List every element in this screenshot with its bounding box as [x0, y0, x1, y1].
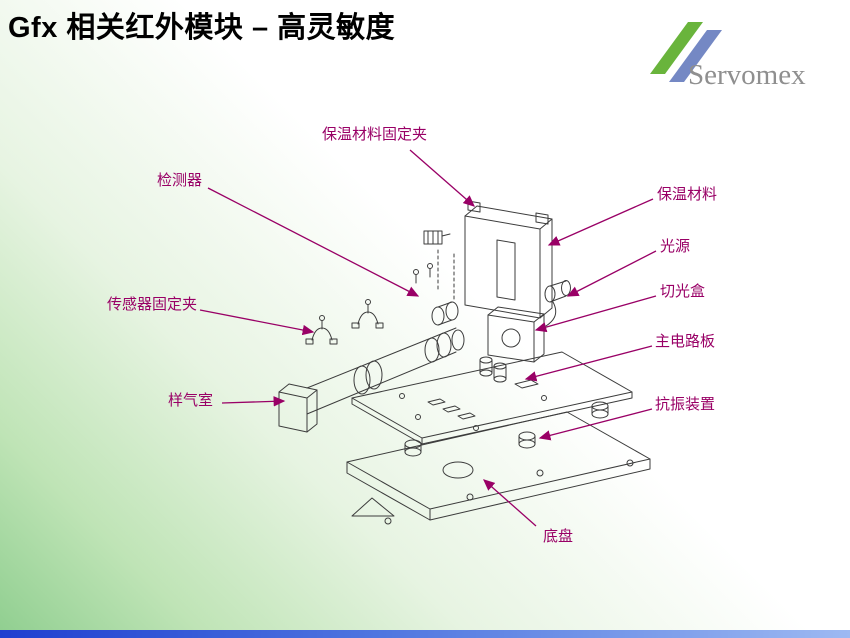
logo-stripes-icon [650, 22, 722, 82]
detector-assembly [413, 249, 459, 326]
insulation-box [464, 200, 553, 319]
label-anti-vibration: 抗振装置 [655, 396, 716, 413]
sample-chamber-tube [278, 327, 465, 433]
sensor-clips [305, 299, 384, 345]
label-light-source: 光源 [660, 238, 691, 255]
label-chopper-box: 切光盒 [660, 283, 706, 300]
label-detector: 检测器 [157, 172, 203, 189]
connector-block [423, 230, 451, 245]
servomex-logo: Servomex [626, 14, 848, 100]
label-sample-chamber: 样气室 [168, 392, 214, 409]
light-source [544, 280, 571, 327]
label-insulation-clip: 保温材料固定夹 [322, 126, 428, 143]
chopper-box [487, 306, 545, 363]
page-title: Gfx 相关红外模块 – 高灵敏度 [8, 12, 396, 44]
label-main-board: 主电路板 [655, 333, 716, 350]
label-sensor-clip: 传感器固定夹 [107, 296, 198, 313]
label-arrows [199, 149, 657, 527]
anti-vibration-mounts [404, 401, 609, 457]
chassis-plate [346, 411, 651, 525]
label-chassis: 底盘 [543, 528, 574, 545]
main-circuit-board [351, 351, 633, 445]
logo-text: Servomex [688, 59, 806, 91]
bottom-accent-bar [0, 630, 850, 638]
label-insulation: 保温材料 [657, 186, 718, 203]
